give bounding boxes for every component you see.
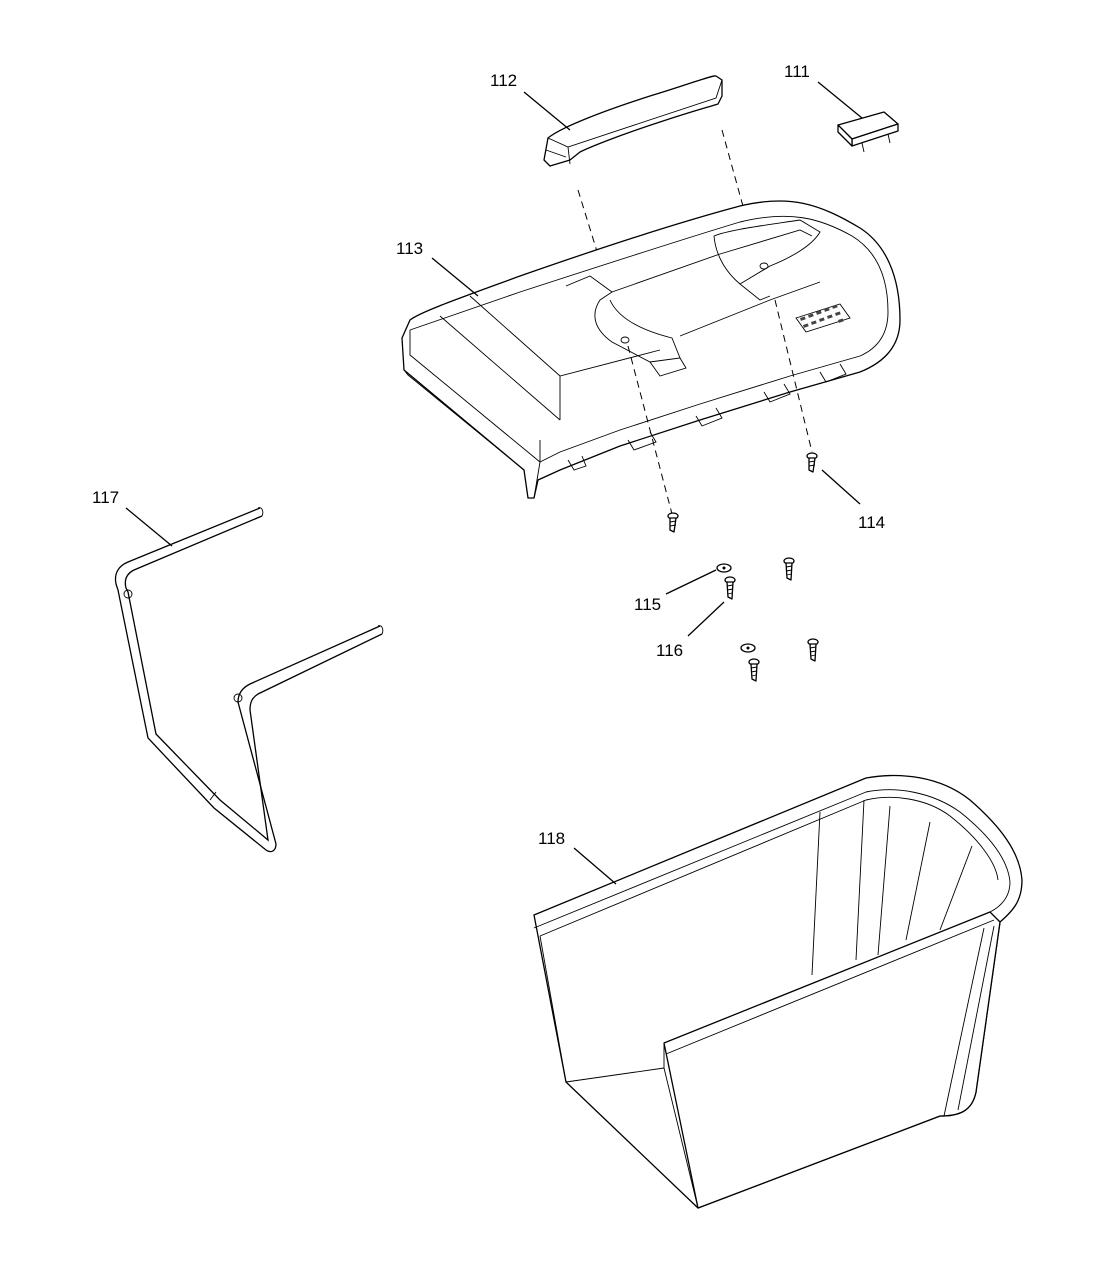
callout-118: 118 (538, 829, 565, 848)
alignment-line-cover-screw-left (627, 345, 673, 515)
part-115-washer-bottom (740, 643, 756, 653)
part-116-screw-d (748, 658, 760, 682)
part-114-screw-right (806, 452, 818, 473)
part-116-screw-b (724, 576, 736, 600)
leader-117 (125, 507, 173, 547)
part-113-top-cover (401, 200, 901, 499)
part-114-screw-left (667, 512, 679, 533)
leader-114 (821, 469, 861, 505)
part-115-washer-top (716, 563, 732, 573)
part-111-cap (837, 111, 899, 153)
leader-115 (665, 569, 717, 595)
vent-grille (795, 303, 851, 333)
part-112-handle (543, 75, 723, 167)
leader-118 (573, 847, 617, 885)
callout-115: 115 (634, 595, 661, 614)
leader-112 (523, 91, 571, 131)
part-116-screw-c (807, 638, 819, 662)
leader-116 (687, 601, 725, 637)
leader-111 (817, 81, 863, 119)
alignment-line-cover-screw-right (774, 299, 813, 453)
part-117-wire-frame (114, 507, 384, 853)
leader-113 (431, 257, 479, 297)
part-118-collection-bag (533, 774, 1023, 1209)
callout-111: 111 (784, 62, 810, 81)
callout-116: 116 (656, 641, 683, 660)
callout-114: 114 (858, 513, 885, 532)
part-116-screw-a (783, 557, 795, 581)
callout-112: 112 (490, 71, 517, 90)
callout-113: 113 (396, 239, 423, 258)
callout-117: 117 (92, 488, 119, 507)
